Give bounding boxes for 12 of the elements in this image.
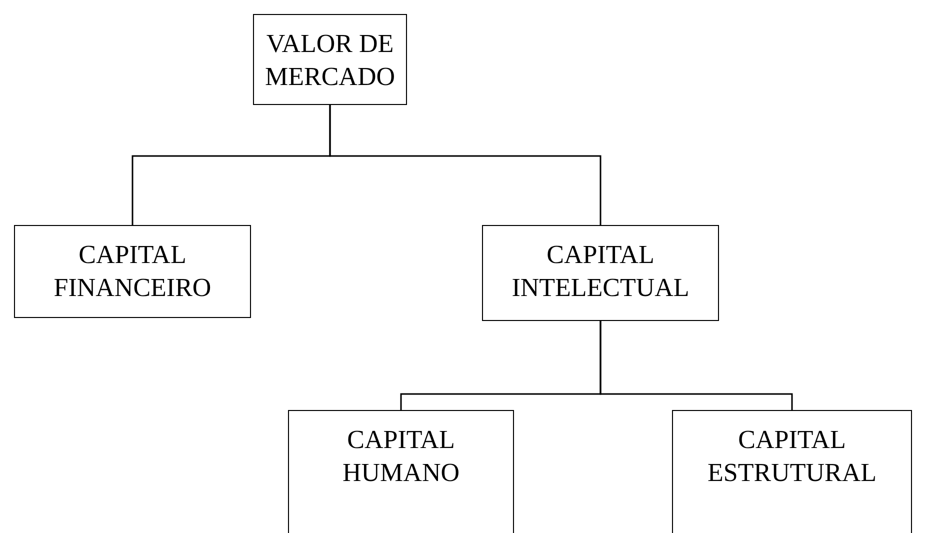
concept-box [672,410,912,533]
concept-box [14,225,251,318]
concept-box [288,410,514,533]
box-label: CAPITAL ESTRUTURAL [706,424,878,489]
connector-line [600,321,793,410]
box-label: CAPITAL HUMANO [342,424,460,489]
connector-line [329,105,602,225]
box-label: CAPITAL FINANCEIRO [52,239,212,304]
box-label: CAPITAL INTELECTUAL [510,239,690,304]
concept-box [482,225,719,321]
concept-box [253,14,407,105]
box-label: VALOR DE MERCADO [264,28,396,93]
